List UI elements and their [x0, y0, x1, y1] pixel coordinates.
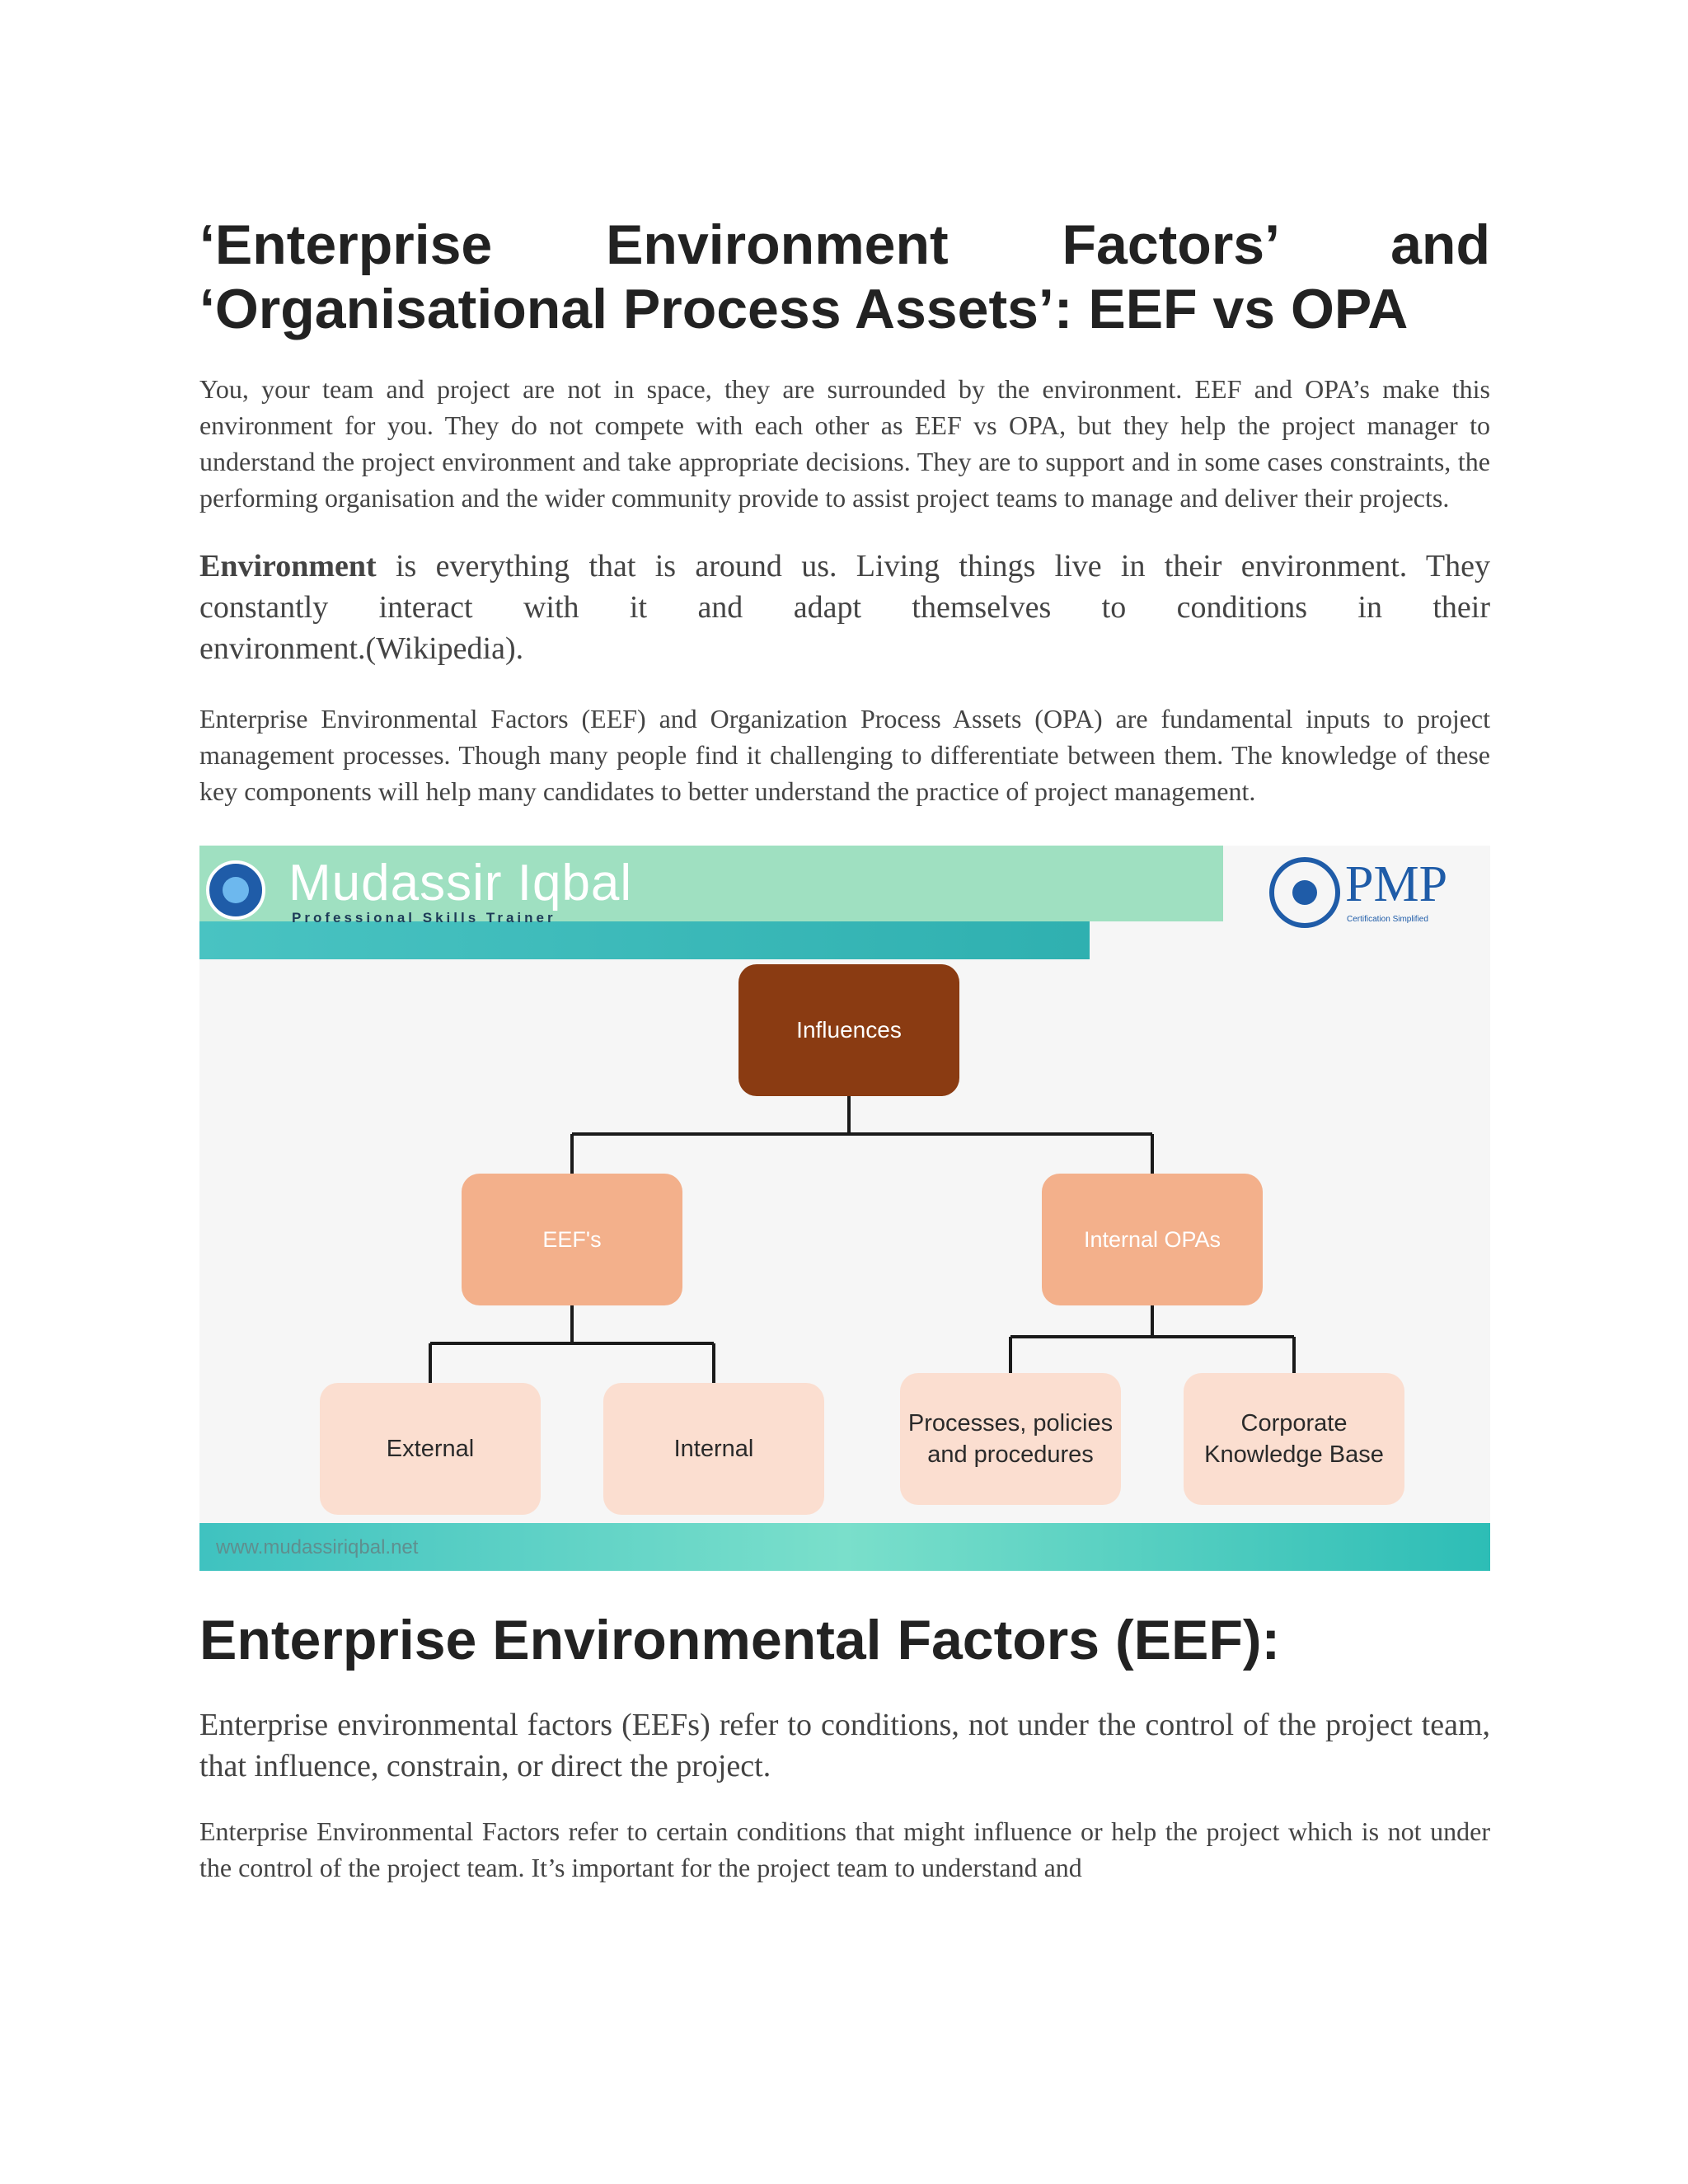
node-internal-opas: Internal OPAs	[1042, 1174, 1263, 1305]
pmp-logo-tagline: Certification Simplified	[1347, 915, 1428, 924]
eef-opa-paragraph: Enterprise Environmental Factors (EEF) a…	[199, 704, 1490, 806]
environment-term: Environment	[199, 549, 377, 583]
footer-band	[199, 1523, 1490, 1571]
environment-definition: Environment is everything that is around…	[199, 546, 1490, 669]
brand-banner-strip	[199, 921, 1090, 959]
brand-banner	[199, 846, 1223, 921]
page-title: ‘Enterprise Environment Factors’ and ‘Or…	[199, 213, 1490, 341]
influences-diagram: Mudassir Iqbal Professional Skills Train…	[199, 846, 1490, 1571]
node-corporate-knowledge-base: Corporate Knowledge Base	[1184, 1373, 1404, 1505]
environment-line-1-text: is everything that is around us. Living …	[376, 549, 1490, 583]
pmp-logo-text: PMP	[1345, 856, 1448, 912]
node-internal: Internal	[603, 1383, 824, 1515]
title-line-2: ‘Organisational Process Assets’: EEF vs …	[199, 278, 1409, 340]
node-external: External	[320, 1383, 541, 1515]
brand-name: Mudassir Iqbal	[288, 855, 633, 912]
section-heading-eef: Enterprise Environmental Factors (EEF):	[199, 1609, 1281, 1671]
environment-line-2: constantly interact with it and adapt th…	[199, 590, 1490, 625]
title-line-1: ‘Enterprise Environment Factors’ and	[199, 213, 1490, 276]
eef-detail-paragraph: Enterprise Environmental Factors refer t…	[199, 1816, 1490, 1882]
environment-line-3: environment.(Wikipedia).	[199, 631, 524, 666]
environment-line-1: Environment is everything that is around…	[199, 546, 1490, 587]
eef-definition: Enterprise environmental factors (EEFs) …	[199, 1708, 1490, 1783]
graduation-globe-icon	[206, 860, 265, 920]
node-eefs: EEF's	[462, 1174, 682, 1305]
pmp-logo-icon	[1269, 857, 1340, 928]
footer-url: www.mudassiriqbal.net	[216, 1536, 419, 1558]
intro-paragraph: You, your team and project are not in sp…	[199, 374, 1490, 513]
document-page: ‘Enterprise Environment Factors’ and ‘Or…	[199, 213, 1490, 1886]
diagram-connectors	[429, 1096, 1296, 1383]
brand-tagline: Professional Skills Trainer	[292, 910, 556, 926]
node-influences: Influences	[738, 964, 959, 1096]
node-processes-policies-procedures: Processes, policies and procedures	[900, 1373, 1121, 1505]
